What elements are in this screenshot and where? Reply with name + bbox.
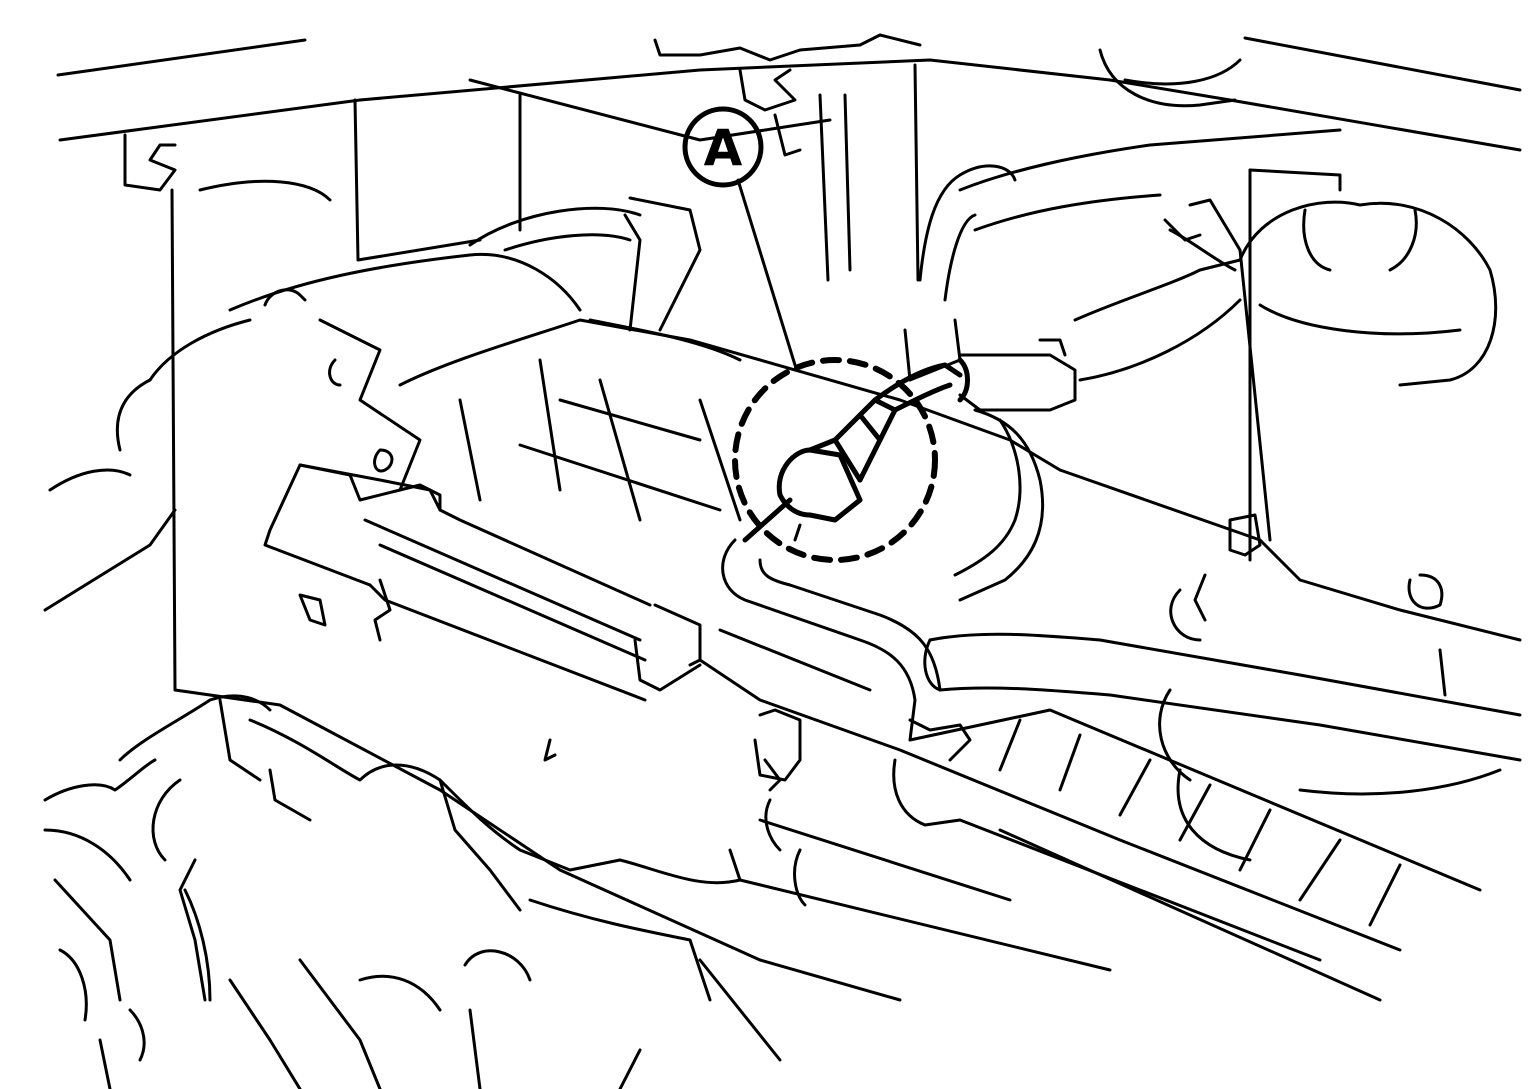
fuel-rail-assembly [173, 463, 1402, 1002]
background-structure [56, 33, 1522, 692]
detail-highlight-circle [732, 357, 938, 563]
left-engine-cover [43, 252, 1522, 697]
bottom-components [43, 694, 1382, 1089]
callout-leader-line [736, 178, 797, 367]
sensor-connector [742, 357, 970, 543]
callout-letter: A [704, 119, 743, 177]
callout-label-a: A [682, 106, 764, 188]
intake-manifold-right [892, 573, 1502, 962]
hoses-and-pipes [468, 164, 1522, 762]
